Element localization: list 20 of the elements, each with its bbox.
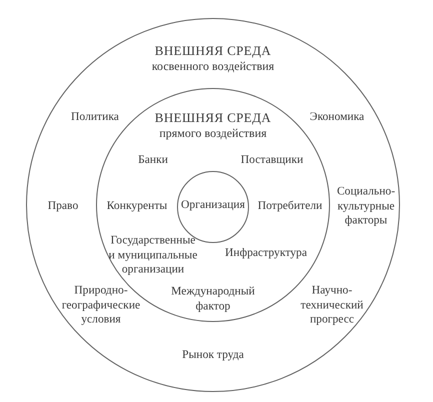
- factor-label: Инфраструктура: [225, 246, 307, 260]
- factor-label: Рынок труда: [182, 348, 244, 362]
- factor-label: Социально-культурные факторы: [336, 184, 396, 228]
- factor-label: Потребители: [258, 198, 322, 214]
- factor-label: Банки: [138, 152, 168, 168]
- organization-label: Организация: [181, 198, 245, 212]
- factor-label: Экономика: [310, 110, 364, 124]
- ring-subheading: прямого воздействия: [159, 126, 267, 140]
- factor-label: Поставщики: [240, 152, 304, 168]
- factor-label: Политика: [71, 110, 119, 124]
- factor-label: Природно-географические условия: [60, 283, 142, 327]
- factor-label: Конкуренты: [106, 198, 168, 214]
- factor-label: Государственные и муниципальные организации: [108, 233, 198, 277]
- ring-subheading: косвенного воздействия: [152, 58, 274, 74]
- factor-label: Право: [48, 198, 78, 214]
- factor-label: Научно-технический прогресс: [300, 283, 364, 327]
- factor-label: Международный фактор: [170, 284, 256, 314]
- ring-heading: ВНЕШНЯЯ СРЕДА: [154, 110, 272, 126]
- outer-circle: [26, 18, 400, 392]
- ring-heading: ВНЕШНЯЯ СРЕДА: [154, 44, 272, 58]
